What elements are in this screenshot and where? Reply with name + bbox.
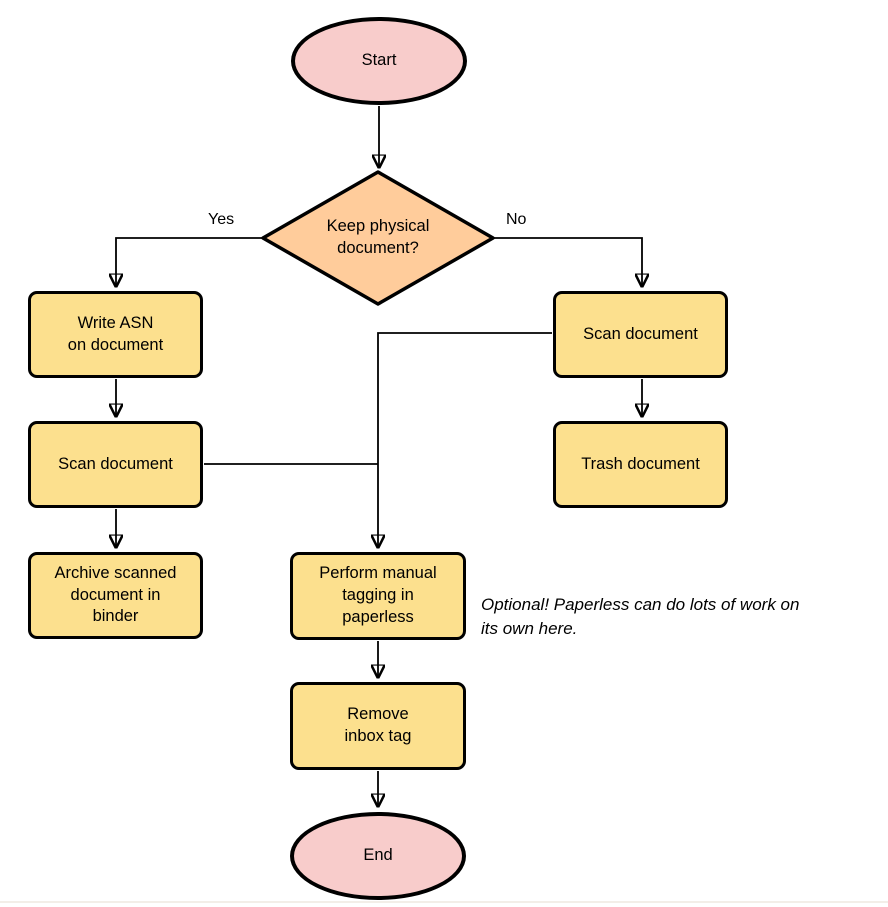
node-scan-document-left: Scan document xyxy=(28,421,203,508)
edge-decision-no-to-scan-right xyxy=(494,237,642,286)
bottom-hairline xyxy=(0,901,888,903)
node-remove-inbox-tag: Remove inbox tag xyxy=(290,682,466,770)
node-scan-document-right: Scan document xyxy=(553,291,728,378)
node-write-asn: Write ASN on document xyxy=(28,291,203,378)
node-archive-in-binder: Archive scanned document in binder xyxy=(28,552,203,639)
node-trash-document: Trash document xyxy=(553,421,728,508)
edge-label-no: No xyxy=(506,211,527,228)
node-decision: Keep physical document? xyxy=(326,217,430,257)
node-manual-tagging: Perform manual tagging in paperless xyxy=(290,552,466,640)
edge-scan-right-to-tagging xyxy=(378,332,552,547)
edge-decision-yes-to-write-asn xyxy=(116,237,262,286)
optional-note: Optional! Paperless can do lots of work … xyxy=(481,595,800,638)
node-end: End xyxy=(290,812,466,900)
decision-diamond-shape xyxy=(261,170,495,306)
edge-label-yes: Yes xyxy=(208,211,235,228)
node-start: Start xyxy=(291,17,467,105)
